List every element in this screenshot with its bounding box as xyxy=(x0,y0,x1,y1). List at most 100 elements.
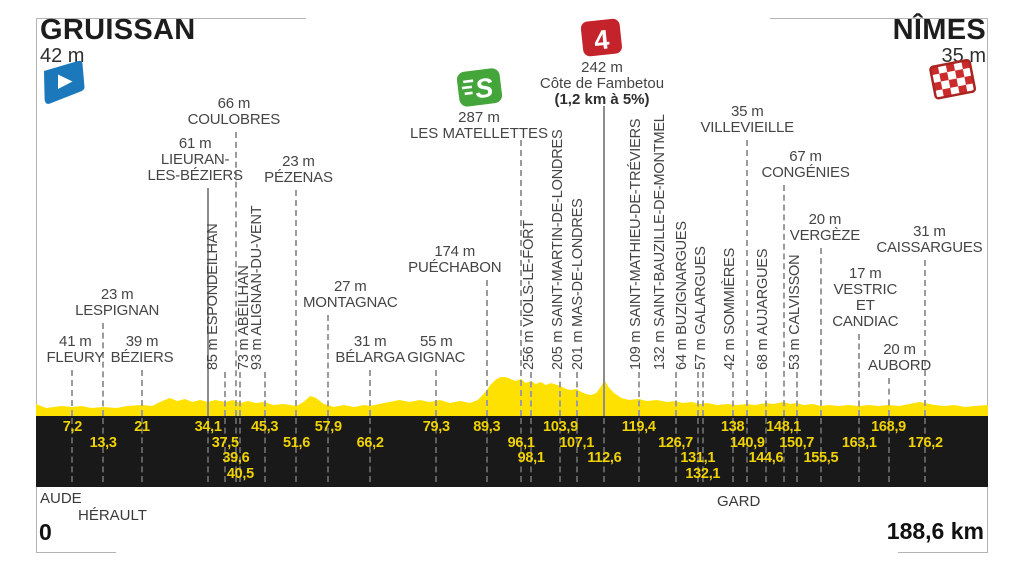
connector-line xyxy=(746,140,749,416)
connector-line xyxy=(637,372,640,416)
distance-tick xyxy=(485,418,488,482)
town-name: CANDIAC xyxy=(832,313,899,330)
distance-tick xyxy=(263,418,266,482)
sprint-flag-icon: S xyxy=(456,68,503,107)
distance-band xyxy=(36,416,988,487)
distance-label: 126,7 xyxy=(658,434,693,451)
sprint-marker: S 287 m LES MATELLETTES xyxy=(410,66,548,142)
distance-label: 21 xyxy=(134,419,150,435)
connector-line xyxy=(674,372,677,416)
town-name: LIEURAN- xyxy=(160,151,230,168)
town-elevation: 61 m xyxy=(178,135,212,152)
distance-tick xyxy=(207,418,210,482)
town-label: 68 m AUJARGUES xyxy=(754,248,771,370)
town-label: 57 m GALARGUES xyxy=(692,246,709,370)
connector-line xyxy=(520,140,523,416)
distance-tick xyxy=(327,418,330,482)
connector-line xyxy=(764,372,767,416)
town-name: VILLEVIEILLE xyxy=(700,119,794,136)
town-name: FLEURY xyxy=(46,349,105,366)
connector-line xyxy=(696,372,699,416)
distance-label: 148,1 xyxy=(766,419,801,435)
distance-tick xyxy=(224,418,227,482)
connector-line xyxy=(858,334,861,416)
connector-line xyxy=(530,372,533,416)
distance-tick xyxy=(141,418,143,482)
climb-gradient-detail: (1,2 km à 5%) xyxy=(554,91,650,108)
frame-top-left-line xyxy=(36,18,306,19)
distance-label: 13,3 xyxy=(89,434,117,451)
distance-label: 132,1 xyxy=(685,465,721,482)
distance-label: 98,1 xyxy=(517,450,545,466)
town-elevation: 67 m xyxy=(789,148,822,165)
connector-line xyxy=(327,315,330,416)
town-name: ET xyxy=(855,297,875,314)
elevation-profile-area xyxy=(36,377,988,417)
distance-tick xyxy=(295,418,298,482)
town-elevation: 41 m xyxy=(59,333,92,350)
department-label: AUDE xyxy=(40,490,82,507)
town-elevation: 55 m xyxy=(419,333,453,350)
connector-line xyxy=(234,132,237,416)
climb-marker: 4 242 m Côte de Fambetou (1,2 km à 5%) xyxy=(540,16,664,108)
town-name: PUÉCHABON xyxy=(408,259,502,276)
frame-bottom-right-line xyxy=(898,552,988,553)
frame-bottom-left-line xyxy=(36,552,116,553)
town-label: 256 m VIOLS-LE-FORT xyxy=(521,220,538,370)
sprint-elevation: 287 m xyxy=(458,109,500,126)
distance-label: 51,6 xyxy=(282,434,310,451)
distance-label: 155,5 xyxy=(803,450,839,466)
distance-label: 40,5 xyxy=(226,465,254,482)
town-label: 64 m BUZIGNARGUES xyxy=(673,221,690,370)
connector-line xyxy=(295,190,298,416)
distance-tick xyxy=(887,418,890,482)
distance-label: 107,1 xyxy=(559,434,595,451)
distance-tick xyxy=(746,418,749,482)
connector-line xyxy=(731,372,734,416)
connector-line xyxy=(369,370,372,416)
distance-label: 131,1 xyxy=(680,450,716,466)
distance-tick xyxy=(559,418,562,482)
connector-line xyxy=(102,323,105,416)
connector-line xyxy=(701,372,704,416)
climb-category-number: 4 xyxy=(593,24,611,55)
distance-label: 79,3 xyxy=(422,419,450,435)
distance-tick xyxy=(701,418,704,482)
department-label: HÉRAULT xyxy=(78,507,147,524)
distance-label: 89,3 xyxy=(473,419,501,435)
distance-label: 150,7 xyxy=(779,434,815,451)
svg-text:S: S xyxy=(473,72,495,104)
start-km-label: 0 xyxy=(39,519,52,545)
connector-line xyxy=(435,370,438,416)
connector-line xyxy=(603,106,606,416)
finish-flag-icon xyxy=(929,58,977,100)
connector-line xyxy=(887,378,890,416)
start-city-elevation: 42 m xyxy=(40,45,85,67)
town-name: LESPIGNAN xyxy=(75,302,160,319)
total-distance-label: 188,6 km xyxy=(886,518,984,544)
distance-label: 103,9 xyxy=(543,419,578,435)
distance-tick xyxy=(603,418,606,482)
connector-line xyxy=(782,185,785,416)
climb-name: Côte de Fambetou xyxy=(539,75,665,92)
distance-tick xyxy=(530,418,533,482)
distance-label: 119,4 xyxy=(621,419,656,435)
connector-line xyxy=(924,260,927,416)
distance-tick xyxy=(674,418,677,482)
distance-tick xyxy=(239,418,242,482)
category-4-flag-icon: 4 xyxy=(581,18,623,57)
town-name: VERGÈZE xyxy=(789,227,861,244)
distance-tick xyxy=(924,418,927,482)
connector-line xyxy=(485,280,488,416)
town-name: BÉZIERS xyxy=(110,349,174,366)
town-elevation: 66 m xyxy=(217,95,251,112)
